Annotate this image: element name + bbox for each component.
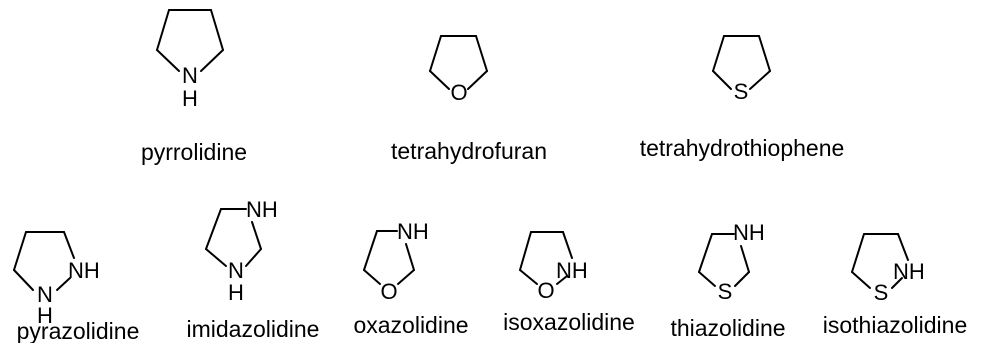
bond bbox=[56, 277, 71, 291]
atom-label-nh: NH bbox=[556, 258, 588, 283]
bond bbox=[475, 35, 488, 72]
molecule-tetrahydrothiophene: S tetrahydrothiophene bbox=[640, 35, 845, 161]
bond bbox=[363, 269, 381, 285]
atom-label-nh: NH bbox=[246, 197, 278, 222]
atom-label-n: N bbox=[182, 63, 198, 88]
molecule-name-label: pyrrolidine bbox=[141, 139, 247, 165]
bond bbox=[467, 70, 488, 90]
bond bbox=[205, 208, 222, 250]
atom-label-n: N bbox=[37, 282, 53, 307]
bond bbox=[740, 245, 750, 273]
molecule-isoxazolidine: NH O isoxazolidine bbox=[503, 231, 635, 335]
bond bbox=[758, 35, 771, 72]
molecule-thiazolidine: NH S thiazolidine bbox=[670, 220, 785, 341]
bond bbox=[749, 70, 771, 90]
molecule-isothiazolidine: NH S isothiazolidine bbox=[823, 233, 967, 338]
atom-label-o: O bbox=[380, 279, 397, 304]
bond bbox=[897, 233, 909, 261]
bond bbox=[698, 271, 716, 287]
bond bbox=[251, 221, 262, 250]
atom-label-o: O bbox=[537, 278, 554, 303]
molecule-name-label: oxazolidine bbox=[353, 312, 468, 338]
bond bbox=[698, 233, 713, 273]
atom-label-s: S bbox=[874, 280, 889, 305]
bond bbox=[363, 230, 378, 271]
bond bbox=[200, 49, 224, 72]
molecule-pyrazolidine: NH N H pyrazolidine bbox=[13, 231, 140, 343]
atom-label-h: H bbox=[182, 86, 198, 111]
bond bbox=[429, 70, 450, 90]
bond bbox=[429, 35, 442, 72]
atom-label-h: H bbox=[228, 280, 244, 305]
bond bbox=[712, 35, 725, 72]
bond bbox=[519, 269, 538, 285]
atom-label-nh: NH bbox=[893, 259, 925, 284]
atom-label-nh: NH bbox=[397, 219, 429, 244]
atom-label-nh: NH bbox=[68, 258, 100, 283]
atom-label-o: O bbox=[450, 80, 467, 105]
bond bbox=[891, 277, 903, 289]
molecule-name-label: tetrahydrothiophene bbox=[640, 135, 845, 161]
molecule-name-label: thiazolidine bbox=[670, 315, 785, 341]
bond bbox=[734, 271, 750, 287]
bond bbox=[519, 231, 532, 271]
bond bbox=[13, 231, 27, 271]
bond bbox=[556, 275, 568, 285]
molecule-pyrrolidine: N H pyrrolidine bbox=[141, 9, 247, 165]
bond bbox=[405, 243, 415, 271]
atom-label-h: H bbox=[37, 303, 53, 328]
atom-label-s: S bbox=[734, 79, 749, 104]
molecule-name-label: imidazolidine bbox=[187, 316, 320, 342]
molecule-name-label: isothiazolidine bbox=[823, 312, 967, 338]
bond bbox=[397, 269, 415, 285]
molecule-name-label: tetrahydrofuran bbox=[391, 138, 547, 164]
molecule-tetrahydrofuran: O tetrahydrofuran bbox=[391, 35, 547, 164]
bond bbox=[851, 271, 871, 289]
bond bbox=[63, 231, 75, 259]
molecule-imidazolidine: NH N H imidazolidine bbox=[187, 197, 320, 342]
molecule-name-label: pyrazolidine bbox=[17, 318, 140, 343]
molecule-name-label: isoxazolidine bbox=[503, 309, 635, 335]
bond bbox=[562, 231, 573, 259]
atom-label-n: N bbox=[228, 258, 244, 283]
bond bbox=[210, 9, 224, 51]
bond bbox=[156, 49, 180, 72]
bond bbox=[245, 248, 262, 267]
bond bbox=[205, 248, 227, 267]
bond bbox=[851, 233, 865, 273]
bond bbox=[712, 70, 732, 90]
atom-label-s: S bbox=[718, 279, 733, 304]
bond bbox=[156, 9, 170, 51]
molecule-oxazolidine: NH O oxazolidine bbox=[353, 219, 468, 338]
bond bbox=[13, 269, 34, 291]
atom-label-nh: NH bbox=[733, 220, 765, 245]
